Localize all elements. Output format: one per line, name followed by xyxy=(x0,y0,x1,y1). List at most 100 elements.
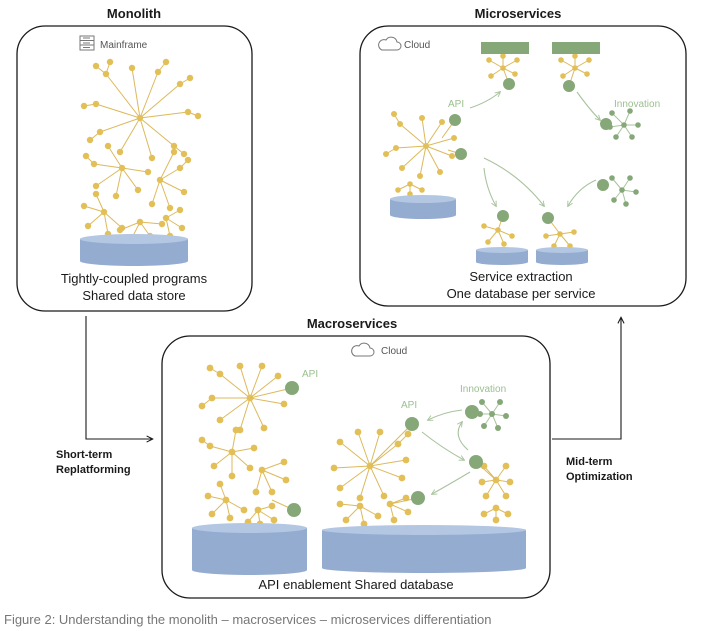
connector-line xyxy=(357,431,371,467)
node-dot xyxy=(176,206,184,214)
node-dot xyxy=(270,516,278,524)
node-dot xyxy=(584,71,590,77)
flow-arrow xyxy=(568,179,597,206)
node-dot xyxy=(404,508,412,516)
node-dot xyxy=(198,402,206,410)
node-dot xyxy=(571,229,577,235)
monolith-caption-line1: Tightly-coupled programs xyxy=(61,271,208,286)
connector-line xyxy=(219,397,251,421)
hub-node xyxy=(228,448,236,456)
node-dot xyxy=(96,128,104,136)
node-dot xyxy=(360,520,368,528)
node-dot xyxy=(478,478,486,486)
node-dot xyxy=(374,512,382,520)
connector-line xyxy=(93,163,123,169)
node-dot xyxy=(92,62,100,70)
service-node xyxy=(563,80,575,92)
node-dot xyxy=(356,494,364,502)
hub-node xyxy=(100,208,108,216)
node-dot xyxy=(488,73,494,79)
monolith-panel: Monolith Mainframe Tightly-coupled progr… xyxy=(16,6,253,312)
node-dot xyxy=(497,399,503,405)
innovation-node xyxy=(465,405,479,419)
service-node xyxy=(542,212,554,224)
connector-line xyxy=(139,117,175,147)
hub-node xyxy=(492,504,500,512)
node-dot xyxy=(560,73,566,79)
macroservices-box xyxy=(161,335,551,599)
connector-line xyxy=(139,111,189,119)
node-dot xyxy=(80,202,88,210)
node-dot xyxy=(268,502,276,510)
node-dot xyxy=(502,462,510,470)
node-dot xyxy=(336,500,344,508)
node-dot xyxy=(216,480,224,488)
hub-node xyxy=(136,114,144,122)
node-dot xyxy=(208,394,216,402)
connector-line xyxy=(249,365,263,399)
connector-line xyxy=(99,117,141,133)
node-dot xyxy=(176,80,184,88)
node-dot xyxy=(391,111,397,117)
node-dot xyxy=(280,458,288,466)
node-dot xyxy=(232,426,240,434)
node-dot xyxy=(419,115,425,121)
mainframe-label: Mainframe xyxy=(100,40,148,51)
connector-line xyxy=(395,145,427,149)
connector-line xyxy=(87,211,105,227)
node-dot xyxy=(178,224,186,232)
node-dot xyxy=(342,516,350,524)
cloud-label: Cloud xyxy=(404,40,430,51)
node-dot xyxy=(144,168,152,176)
node-dot xyxy=(246,464,254,472)
node-dot xyxy=(437,169,443,175)
node-dot xyxy=(480,510,488,518)
flow-arrow xyxy=(428,409,463,420)
node-dot xyxy=(80,102,88,110)
node-dot xyxy=(210,462,218,470)
monolith-caption-line2: Shared data store xyxy=(82,288,185,303)
innovation-hub xyxy=(619,187,625,193)
node-dot xyxy=(376,428,384,436)
node-dot xyxy=(86,136,94,144)
node-dot xyxy=(543,233,549,239)
short-term-label-line2: Replatforming xyxy=(56,464,131,476)
hub-node xyxy=(222,496,230,504)
node-dot xyxy=(204,492,212,500)
node-dot xyxy=(82,152,90,160)
connector-line xyxy=(249,397,285,405)
node-dot xyxy=(492,516,500,524)
node-dot xyxy=(609,175,615,181)
microservices-api-label: API xyxy=(448,99,464,110)
api-node xyxy=(405,417,419,431)
microservice-top-service-2 xyxy=(552,42,600,54)
node-dot xyxy=(501,241,507,247)
node-dot xyxy=(500,53,506,59)
node-dot xyxy=(514,57,520,63)
connector-line xyxy=(139,83,181,119)
hub-node xyxy=(118,164,126,172)
node-dot xyxy=(572,53,578,59)
node-dot xyxy=(250,444,258,452)
node-dot xyxy=(112,192,120,200)
node-dot xyxy=(92,100,100,108)
connector-line xyxy=(359,505,379,517)
node-dot xyxy=(282,476,290,484)
node-dot xyxy=(84,222,92,230)
service-node xyxy=(497,210,509,222)
macroservices-database-left xyxy=(192,523,307,575)
api-node xyxy=(455,148,467,160)
connector-line xyxy=(231,429,237,453)
macroservices-cloud-label: Cloud xyxy=(381,346,407,357)
connector-line xyxy=(333,465,371,469)
connector-line xyxy=(103,211,123,229)
connector-line xyxy=(249,375,279,399)
connector-line xyxy=(115,167,123,197)
node-dot xyxy=(92,190,100,198)
node-dot xyxy=(485,239,491,245)
service-node xyxy=(503,78,515,90)
macroservices-panel: Macroservices Cloud API API Innovation A… xyxy=(161,316,551,599)
connector-line xyxy=(369,465,403,479)
connector-line xyxy=(159,167,181,181)
